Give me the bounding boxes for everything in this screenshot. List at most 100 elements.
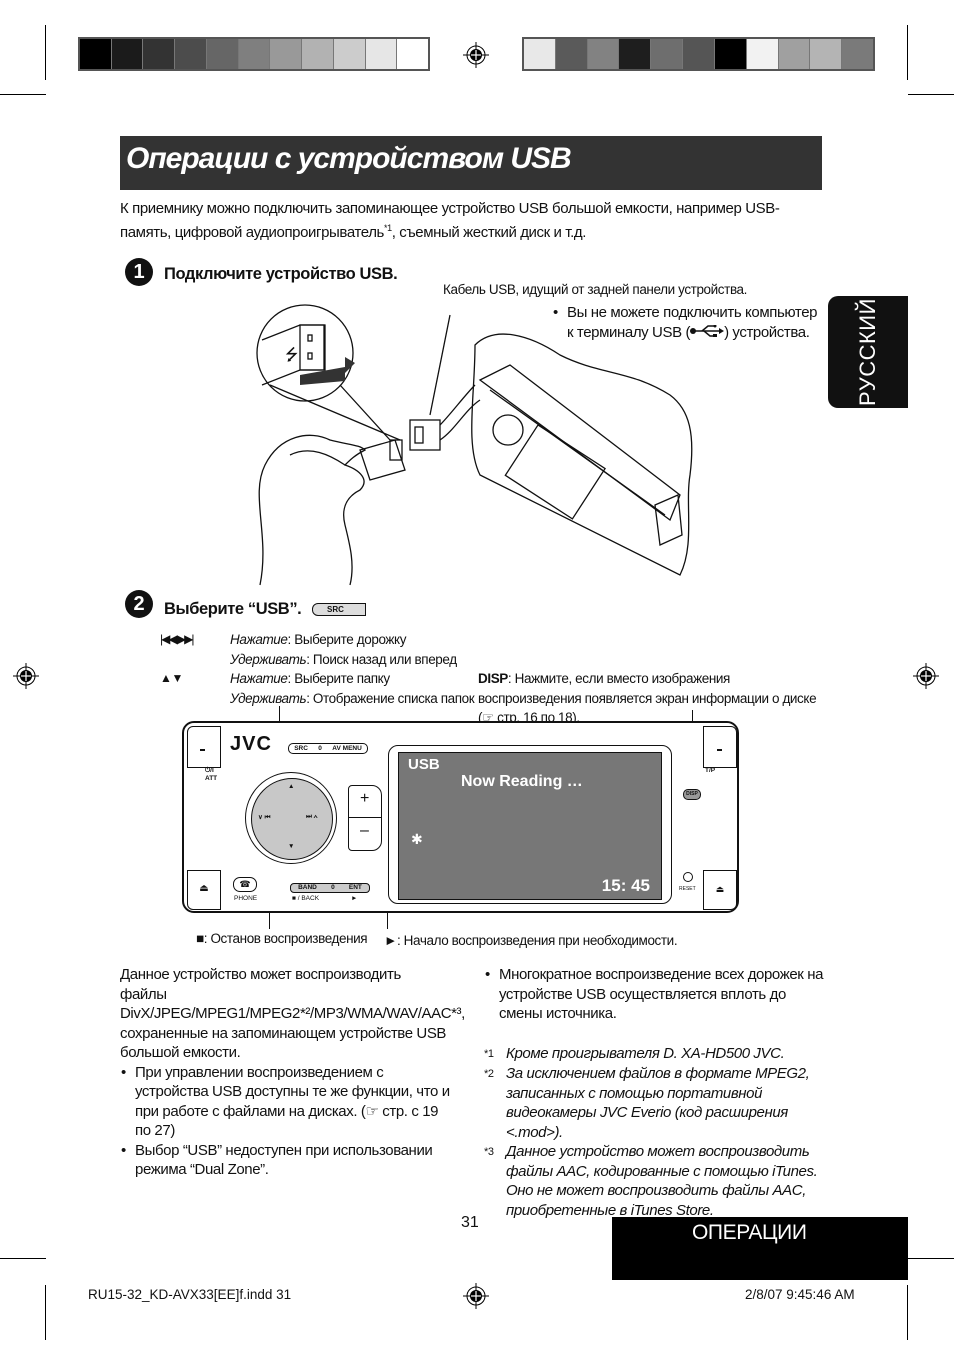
color-swatch	[842, 39, 873, 69]
phone-button[interactable]: ☎	[233, 877, 257, 892]
release-button-right[interactable]	[703, 726, 737, 768]
color-swatch	[746, 39, 779, 69]
step-number: 1	[125, 258, 153, 286]
play-label: ►	[351, 895, 358, 902]
reset-button[interactable]	[683, 872, 693, 882]
crop-mark	[45, 1285, 46, 1340]
volume-down-button[interactable]: –	[360, 822, 369, 839]
src-button[interactable]: SRC	[312, 603, 366, 616]
step-title: Выберите “USB”.	[164, 600, 302, 618]
color-swatch	[270, 39, 303, 69]
magnifier-circle	[256, 304, 354, 402]
tilt-button[interactable]: ⏏	[703, 870, 737, 910]
bullet-item: При управлении воспроизведением с устрой…	[120, 1063, 450, 1141]
usb-symbol-icon	[690, 323, 725, 343]
source-indicator: USB	[408, 756, 440, 773]
crop-mark	[0, 94, 46, 95]
crop-mark	[908, 94, 954, 95]
bullet-item: Выбор “USB” недоступен при использовании…	[120, 1141, 450, 1180]
color-swatch	[302, 39, 334, 69]
usb-connection-illustration: ⭍	[256, 304, 693, 586]
slug-timestamp: 2/8/07 9:45:46 AM	[745, 1287, 855, 1302]
screen-bezel	[388, 745, 672, 904]
footnote-ref: *1	[383, 222, 392, 233]
control-dial-ring	[245, 772, 337, 864]
stop-callout: ■: Останов воспроизведения	[196, 931, 368, 946]
crop-mark	[907, 1285, 908, 1340]
color-swatch	[619, 39, 652, 69]
prev-track-button[interactable]: ∨ ⏮	[258, 814, 271, 821]
disp-description: DISP: Нажмите, если вместо изображения в…	[478, 671, 817, 725]
color-calibration-bar-left	[78, 37, 430, 71]
insert-arrow-icon	[300, 357, 355, 385]
reset-label: RESET	[679, 886, 696, 892]
step-title: Подключите устройство USB.	[164, 265, 398, 283]
color-swatch	[206, 39, 239, 69]
skip-prev-next-icon: |◀◀ ▶▶|	[160, 632, 194, 646]
color-swatch	[651, 39, 684, 69]
color-swatch	[365, 39, 398, 69]
color-swatch	[333, 39, 366, 69]
phone-label: PHONE	[234, 895, 258, 902]
color-swatch	[587, 39, 620, 69]
registration-mark-icon	[913, 663, 939, 689]
section-tab: ОПЕРАЦИИ	[612, 1217, 908, 1280]
color-swatch	[555, 39, 588, 69]
control-dial[interactable]: ▲ ▼ ∨ ⏮ ⏭ ∧	[251, 778, 333, 860]
page-number: 31	[461, 1214, 479, 1231]
color-swatch	[683, 39, 715, 69]
usb-logo-icon: ⭍	[285, 346, 298, 364]
language-tab: РУССКИЙ	[828, 296, 908, 408]
usb-note: Вы не можете подключить компьютер к терм…	[552, 303, 822, 342]
brand-logo: JVC	[230, 733, 272, 755]
disp-button[interactable]: DISP	[683, 789, 701, 800]
crop-mark	[908, 1258, 954, 1259]
color-swatch	[143, 39, 176, 69]
color-calibration-bar-right	[522, 37, 875, 71]
crop-mark	[907, 25, 908, 80]
control-legend: |◀◀ ▶▶| Нажатие: Выберите дорожку Удержи…	[160, 630, 475, 708]
back-label: ■ / BACK	[292, 895, 320, 902]
tp-label: T/P	[705, 767, 716, 774]
play-callout: ►: Начало воспроизведения при необходимо…	[384, 933, 678, 948]
up-down-icon: ▲▼	[160, 671, 183, 685]
page-title: Операции с устройством USB	[126, 142, 572, 175]
next-track-button[interactable]: ⏭ ∧	[306, 813, 318, 820]
intro-paragraph: К приемнику можно подключить запоминающе…	[120, 200, 780, 241]
color-swatch	[397, 39, 429, 69]
status-text: Now Reading …	[461, 773, 583, 790]
up-icon[interactable]: ▲	[288, 783, 295, 790]
display-screen: USB Now Reading … ✱ 15: 45	[398, 752, 662, 900]
registration-mark-icon	[463, 1283, 489, 1309]
color-swatch	[524, 39, 556, 69]
body-left: Данное устройство может воспроизводить ф…	[120, 965, 465, 1180]
color-swatch	[778, 39, 811, 69]
volume-up-button[interactable]: +	[360, 790, 370, 807]
color-swatch	[810, 39, 843, 69]
bullet-item: Многократное воспроизведение всех дороже…	[484, 965, 824, 1024]
crop-mark	[45, 25, 46, 80]
color-swatch	[175, 39, 207, 69]
eject-button[interactable]: ⏏	[187, 870, 221, 910]
color-swatch	[714, 39, 747, 69]
clock: 15: 45	[601, 876, 650, 895]
bluetooth-icon: ✱	[411, 831, 423, 847]
crop-mark	[0, 1258, 46, 1259]
release-button-left[interactable]	[187, 726, 221, 768]
step-number: 2	[125, 590, 153, 618]
body-paragraph: Данное устройство может воспроизводить ф…	[120, 966, 465, 1061]
color-swatch	[111, 39, 144, 69]
title-band: Операции с устройством USB	[120, 136, 822, 190]
body-right: Многократное воспроизведение всех дороже…	[484, 965, 824, 1220]
cable-caption: Кабель USB, идущий от задней панели устр…	[443, 282, 748, 297]
control-row: ▲▼ Нажатие: Выберите папку Удерживать: О…	[160, 669, 475, 708]
registration-mark-icon	[463, 42, 489, 68]
down-icon[interactable]: ▼	[288, 843, 295, 850]
slug-filename: RU15-32_KD-AVX33[EE]f.indd 31	[88, 1287, 292, 1302]
color-swatch	[80, 39, 112, 69]
